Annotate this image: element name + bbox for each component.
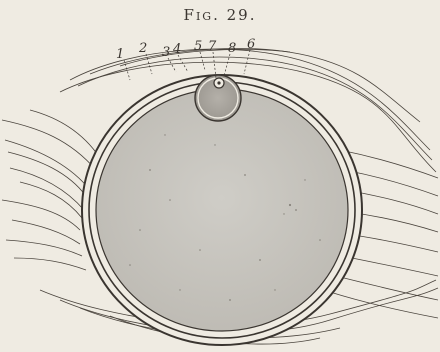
label-3: 3 xyxy=(162,45,170,60)
label-5: 5 xyxy=(194,39,202,54)
label-4: 4 xyxy=(172,42,181,57)
label-7: 7 xyxy=(208,39,217,54)
label-6: 6 xyxy=(247,37,255,52)
yolk xyxy=(96,89,348,331)
label-1: 1 xyxy=(116,47,124,62)
label-8: 8 xyxy=(228,41,236,56)
label-2: 2 xyxy=(138,41,147,56)
